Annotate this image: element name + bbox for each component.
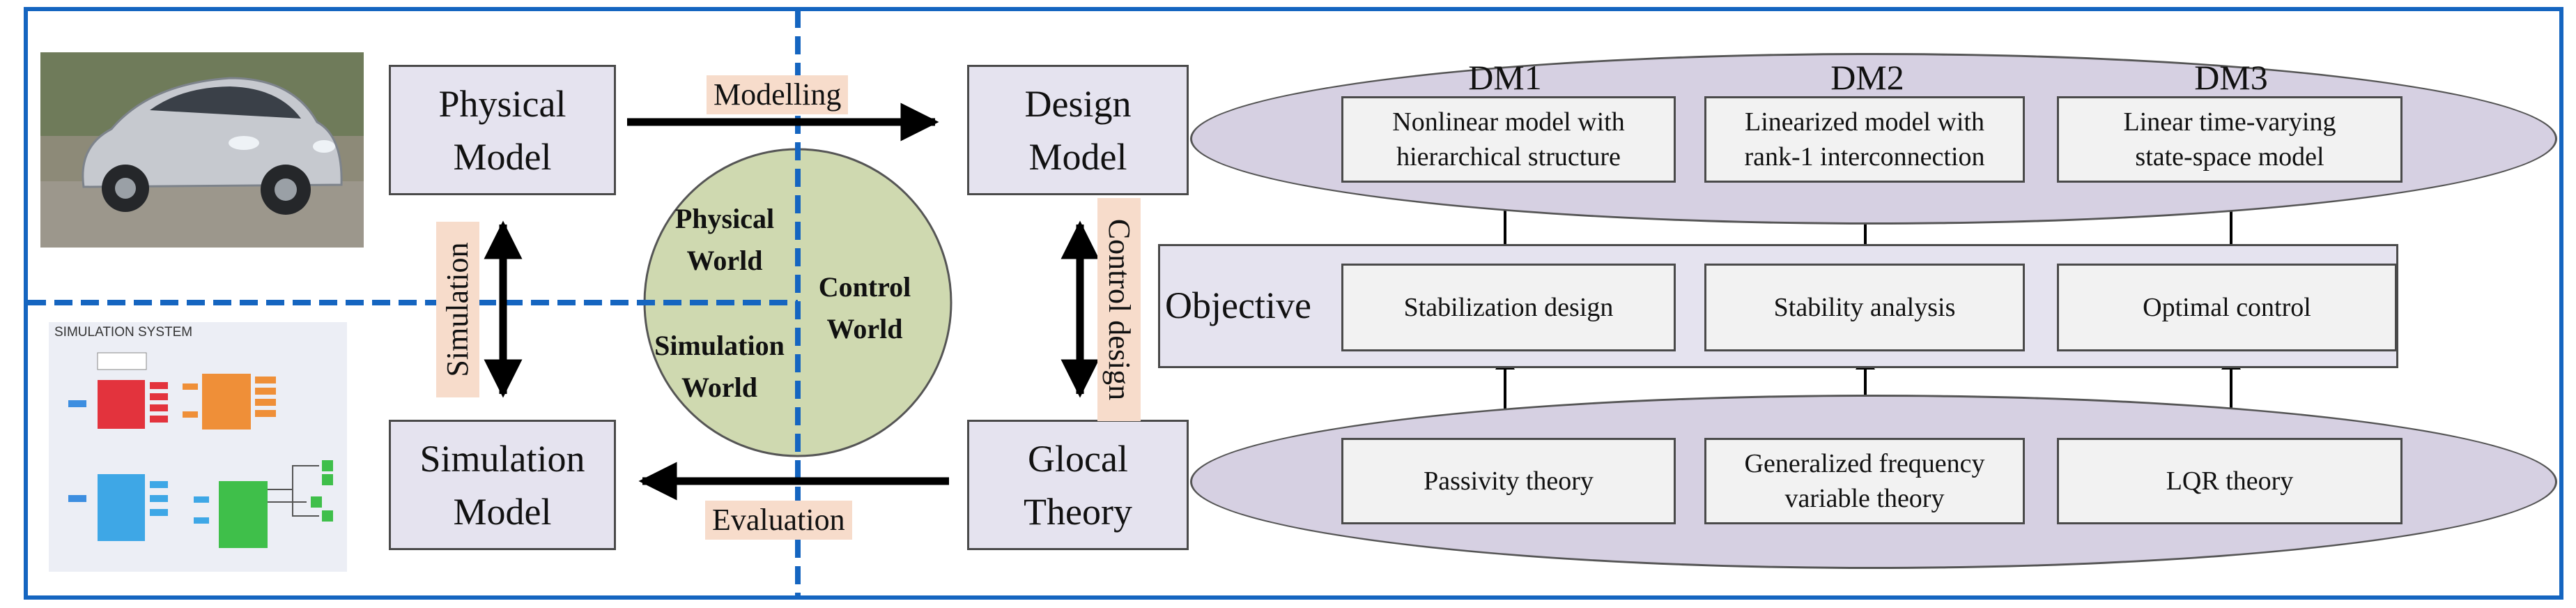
simulation-system-title: SIMULATION SYSTEM [54, 325, 192, 340]
control-design-label: Control design [1097, 198, 1141, 421]
objective-label: Objective [1165, 284, 1311, 326]
stabilization-design-box: Stabilization design [1341, 264, 1676, 351]
outer-frame [24, 7, 2563, 600]
dm2-label: DM2 [1830, 58, 1904, 97]
dm1-label: DM1 [1468, 58, 1542, 97]
stability-analysis-box: Stability analysis [1704, 264, 2025, 351]
car-photo [40, 52, 364, 248]
simulation-label: Simulation [436, 222, 479, 397]
optimal-control-box: Optimal control [2057, 264, 2397, 351]
dm3-label: DM3 [2194, 58, 2268, 97]
simulation-system-screenshot: SIMULATION SYSTEM [49, 322, 347, 572]
passivity-theory-box: Passivity theory [1341, 438, 1676, 524]
evaluation-label: Evaluation [705, 501, 852, 540]
lqr-theory-box: LQR theory [2057, 438, 2403, 524]
modelling-label: Modelling [707, 75, 849, 114]
